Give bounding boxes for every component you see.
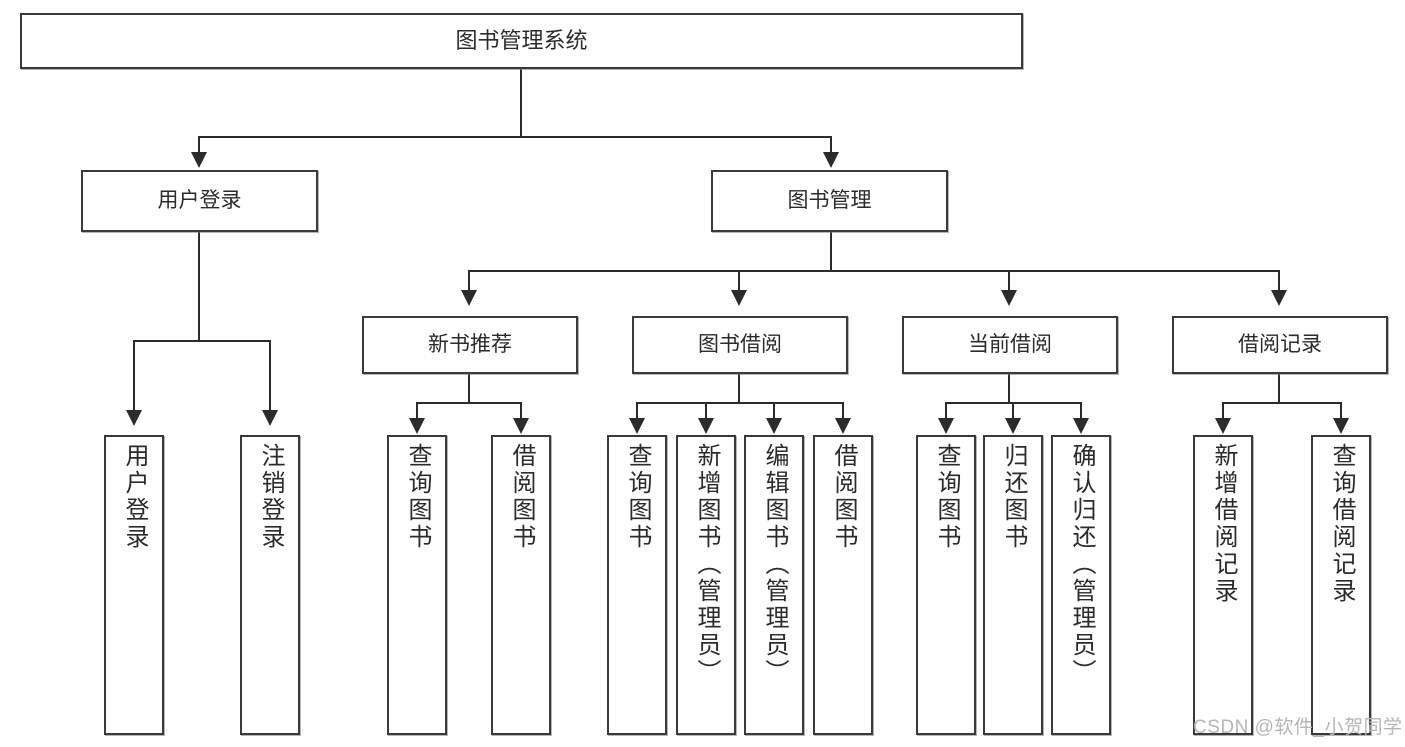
arrowhead-leaf-user-login <box>126 410 142 426</box>
connector-root-to-book-mgmt <box>830 136 832 154</box>
arrowhead-nb-borrow-book <box>513 418 529 434</box>
leaf-user-login[interactable]: 用户登录 <box>104 435 164 735</box>
node-label: 借阅记录 <box>1238 332 1322 356</box>
connector-user-login-bus <box>133 340 271 342</box>
leaf-bb-borrow-book[interactable]: 借阅图书 <box>813 435 873 735</box>
arrowhead-br-query-record <box>1333 418 1349 434</box>
connector-bb-drop-1 <box>636 402 638 420</box>
connector-borrow-records-bus <box>1222 402 1342 404</box>
node-label: 当前借阅 <box>968 332 1052 356</box>
node-new-book-recommend[interactable]: 新书推荐 <box>362 316 578 374</box>
node-borrow-records[interactable]: 借阅记录 <box>1172 316 1388 374</box>
connector-br-drop-1 <box>1222 402 1224 420</box>
arrowhead-cb-confirm-return <box>1073 418 1089 434</box>
connector-user-login-drop-1 <box>133 340 135 412</box>
arrowhead-book-mgmt <box>823 152 839 168</box>
node-label: 新增借阅记录 <box>1210 443 1237 605</box>
leaf-nb-borrow-book[interactable]: 借阅图书 <box>491 435 551 735</box>
connector-cb-drop-2 <box>1012 402 1014 420</box>
leaf-logout[interactable]: 注销登录 <box>240 435 300 735</box>
connector-book-borrow-stem <box>738 374 740 404</box>
leaf-bb-query-book[interactable]: 查询图书 <box>607 435 667 735</box>
connector-new-book-drop-1 <box>416 402 418 420</box>
node-label: 新书推荐 <box>428 332 512 356</box>
connector-new-book-stem <box>468 374 470 404</box>
node-book-management[interactable]: 图书管理 <box>711 170 948 232</box>
connector-book-mgmt-bus <box>468 270 1278 272</box>
connector-bb-drop-3 <box>773 402 775 420</box>
node-label: 归还图书 <box>1000 443 1027 551</box>
node-user-login[interactable]: 用户登录 <box>81 170 318 232</box>
node-label: 借阅图书 <box>830 443 857 551</box>
arrowhead-br-add-record <box>1215 418 1231 434</box>
connector-to-book-borrow <box>738 270 740 292</box>
node-label: 查询图书 <box>933 443 960 551</box>
node-book-borrow[interactable]: 图书借阅 <box>632 316 848 374</box>
connector-new-book-bus <box>416 402 522 404</box>
connector-new-book-drop-2 <box>520 402 522 420</box>
node-current-borrow[interactable]: 当前借阅 <box>902 316 1118 374</box>
connector-to-borrow-records <box>1278 270 1280 292</box>
connector-user-login-stem <box>198 232 200 342</box>
leaf-nb-query-book[interactable]: 查询图书 <box>387 435 447 735</box>
connector-root-to-user-login <box>198 136 200 154</box>
node-label: 图书管理 <box>787 188 872 212</box>
arrowhead-bb-add-book <box>698 418 714 434</box>
connector-current-borrow-stem <box>1008 374 1010 404</box>
connector-root-stem <box>520 68 522 136</box>
arrowhead-book-borrow <box>731 290 747 306</box>
node-label: 查询图书 <box>404 443 431 551</box>
arrowhead-new-book <box>461 290 477 306</box>
node-label: 图书借阅 <box>698 332 782 356</box>
connector-book-borrow-bus <box>636 402 844 404</box>
node-label: 新增图书（管理员） <box>693 443 720 686</box>
connector-to-new-book <box>468 270 470 292</box>
node-label: 注销登录 <box>257 443 284 551</box>
arrowhead-current-borrow <box>1001 290 1017 306</box>
node-label: 确认归还（管理员） <box>1068 443 1095 686</box>
connector-bb-drop-2 <box>705 402 707 420</box>
connector-br-drop-2 <box>1340 402 1342 420</box>
arrowhead-borrow-records <box>1271 290 1287 306</box>
connector-user-login-drop-2 <box>269 340 271 412</box>
leaf-bb-add-book[interactable]: 新增图书（管理员） <box>676 435 736 735</box>
arrowhead-cb-query-book <box>938 418 954 434</box>
arrowhead-cb-return-book <box>1005 418 1021 434</box>
leaf-cb-confirm-return[interactable]: 确认归还（管理员） <box>1051 435 1111 735</box>
arrowhead-bb-query-book <box>629 418 645 434</box>
node-root-system[interactable]: 图书管理系统 <box>20 13 1023 69</box>
connector-cb-drop-1 <box>945 402 947 420</box>
arrowhead-bb-edit-book <box>766 418 782 434</box>
node-label: 图书管理系统 <box>455 28 588 54</box>
leaf-bb-edit-book[interactable]: 编辑图书（管理员） <box>744 435 804 735</box>
connector-to-current-borrow <box>1008 270 1010 292</box>
leaf-cb-return-book[interactable]: 归还图书 <box>983 435 1043 735</box>
arrowhead-bb-borrow-book <box>835 418 851 434</box>
node-label: 查询图书 <box>624 443 651 551</box>
node-label: 用户登录 <box>121 443 148 551</box>
leaf-cb-query-book[interactable]: 查询图书 <box>916 435 976 735</box>
arrowhead-user-login <box>191 152 207 168</box>
connector-borrow-records-stem <box>1278 374 1280 404</box>
connector-bb-drop-4 <box>842 402 844 420</box>
node-label: 查询借阅记录 <box>1328 443 1355 605</box>
arrowhead-nb-query-book <box>409 418 425 434</box>
connector-book-mgmt-stem <box>830 232 832 272</box>
connector-cb-drop-3 <box>1080 402 1082 420</box>
connector-root-bus <box>198 136 832 138</box>
node-label: 用户登录 <box>157 188 242 212</box>
arrowhead-leaf-logout <box>262 410 278 426</box>
leaf-br-query-record[interactable]: 查询借阅记录 <box>1311 435 1371 735</box>
leaf-br-add-record[interactable]: 新增借阅记录 <box>1193 435 1253 735</box>
node-label: 编辑图书（管理员） <box>761 443 788 686</box>
node-label: 借阅图书 <box>508 443 535 551</box>
